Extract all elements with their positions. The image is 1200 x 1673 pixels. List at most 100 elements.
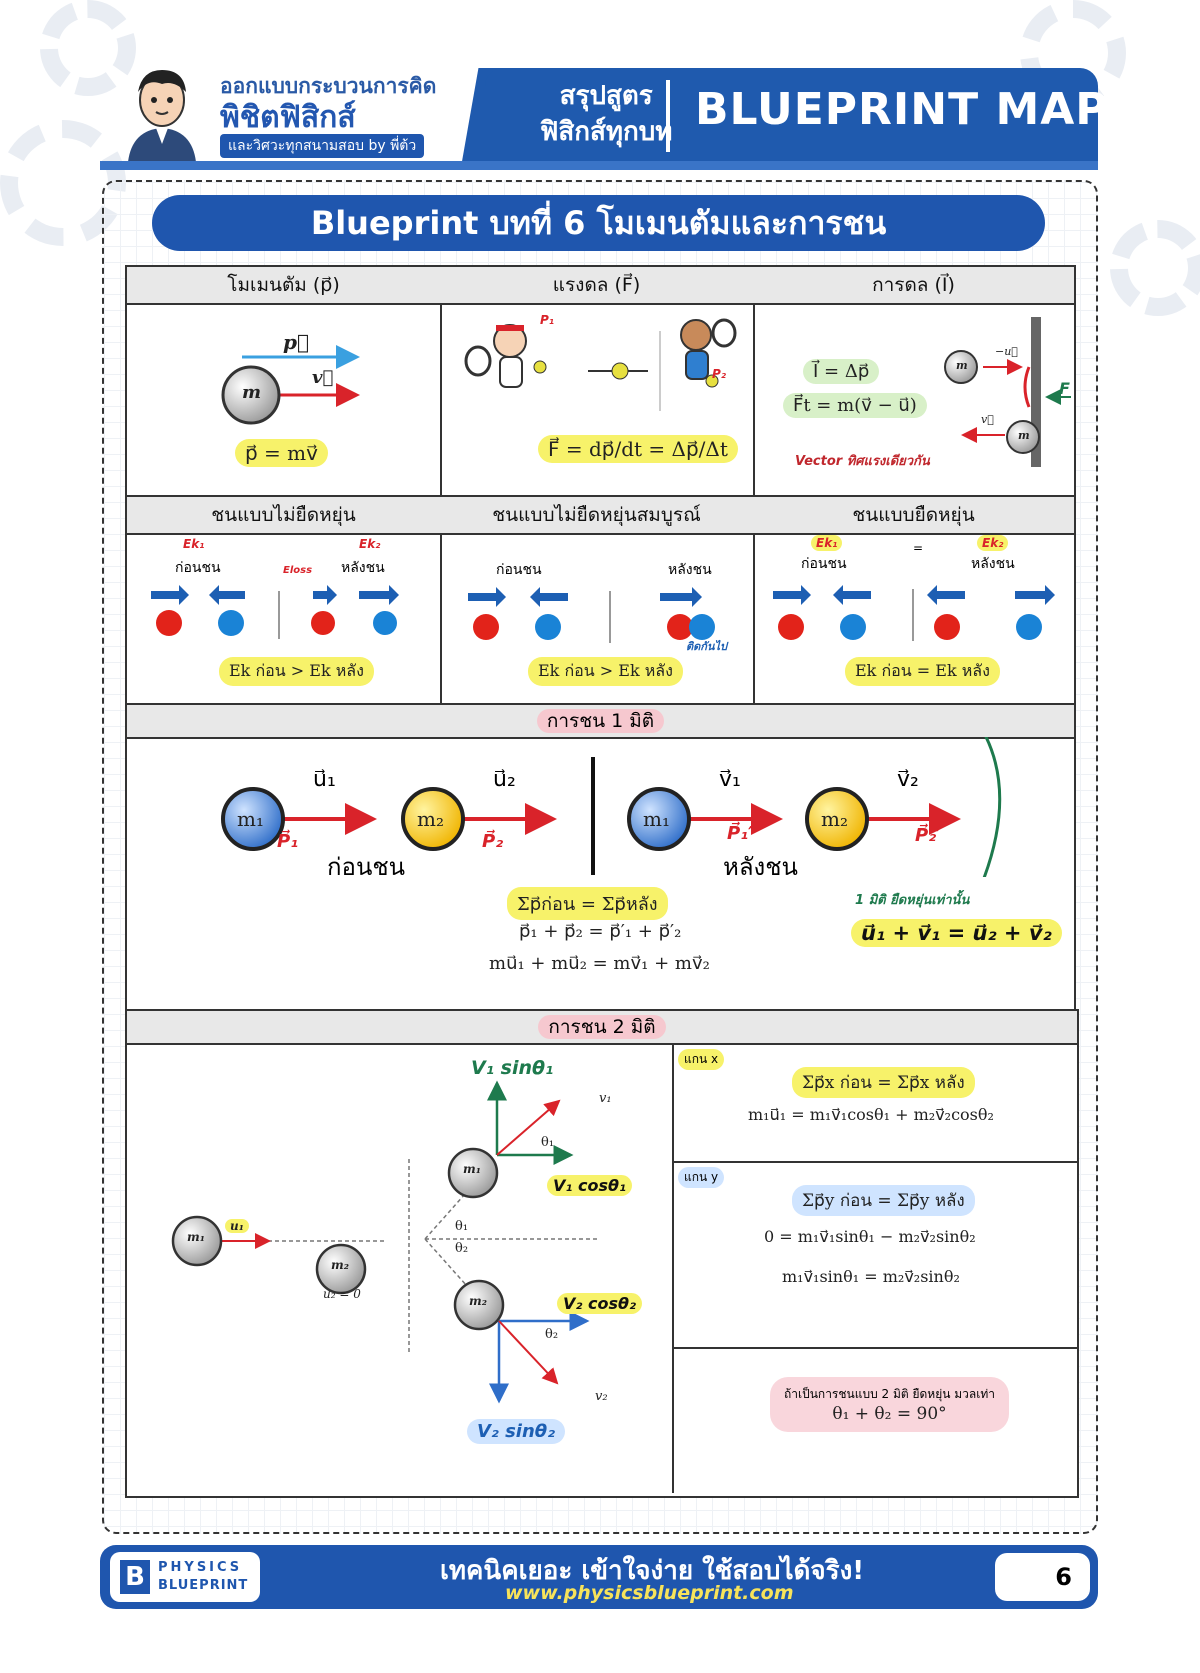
perfect-inelastic-diagram [468,587,715,643]
one-d-special: u⃗₁ + v⃗₁ = u⃗₂ + v⃗₂ [851,919,1062,947]
impulse-formula1: I⃗ = Δp⃗ [803,359,880,384]
two-d-v2sin: V₂ sinθ₂ [467,1419,566,1444]
elastic-formula: Ek ก่อน = Ek หลัง [845,657,1000,686]
one-d-m2-after: m₂ [821,807,848,831]
two-d-m2: m₂ [331,1258,349,1272]
mass-ball [221,365,281,425]
force-formula: F⃗ = dp⃗/dt = Δp⃗/Δt [538,435,738,463]
elastic-ek1: Ek₁ [811,535,843,551]
impulse-header: การดล (I⃗) [753,267,1074,305]
tennis-illustration [464,318,737,411]
one-d-header: การชน 1 มิติ [127,703,1074,739]
elastic-header: ชนแบบยืดหยุ่น [753,497,1074,535]
two-d-v1cos: V₁ cosθ₁ [547,1175,632,1196]
two-d-v1: v₁ [599,1091,612,1106]
elastic-diagram [773,585,1055,641]
one-d-eq3: mu⃗₁ + mu⃗₂ = mv⃗₁ + mv⃗₂ [489,953,710,974]
inelastic-ek1: Ek₁ [183,537,205,551]
impulse-v-label: v⃗ [981,413,994,426]
inelastic-cell: ชนแบบไม่ยืดหยุ่น Ek₁ Ek₂ ก่อนชน หลังชน E… [127,495,442,707]
elastic-before: ก่อนชน [801,556,847,572]
impulse-formula2: F⃗t = m(v⃗ − u⃗) [783,393,927,418]
two-d-note: ถ้าเป็นการชนแบบ 2 มิติ ยืดหยุ่น มวลเท่า … [770,1377,1010,1432]
impulse-note: Vector ทิศแรงเดียวกัน [795,454,930,469]
two-d-y-axis: แกน y [678,1167,725,1188]
summary-line2: ฟิสิกส์ทุกบท [540,117,673,147]
two-d-u1: u₁ [225,1219,249,1233]
momentum-formula: p⃗ = mv⃗ [235,439,328,467]
page-number: 6 [995,1553,1090,1601]
two-d-y-eq3: m₁v⃗₁sinθ₁ = m₂v⃗₂sinθ₂ [782,1267,960,1286]
wall [1031,317,1041,467]
mass-label: m [242,382,262,403]
two-d-v2cos: V₂ cosθ₂ [557,1293,642,1314]
footer-slogan: เทคนิคเยอะ เข้าใจง่าย ใช้สอบได้จริง! [440,1556,865,1586]
two-d-note-box: ถ้าเป็นการชนแบบ 2 มิติ ยืดหยุ่น มวลเท่า … [672,1347,1077,1493]
one-d-p2p: P⃗₂′ [915,825,941,846]
inelastic-header: ชนแบบไม่ยืดหยุ่น [127,497,440,535]
one-d-section: การชน 1 มิติ m₁ m₂ m₁ m₂ u⃗₁ u⃗₂ v⃗₁ v⃗₂… [125,703,1076,1011]
perfect-inelastic-cell: ชนแบบไม่ยืดหยุ่นสมบูรณ์ ก่อนชน หลังชน ติ… [440,495,755,707]
inelastic-loss: Eloss [283,565,313,576]
p-label: p⃗ [283,330,309,354]
top-table: โมเมนตัม (p⃗) p⃗ v⃗ m p⃗ = mv⃗ แรงดล (F⃗… [125,265,1076,707]
momentum-cell: โมเมนตัม (p⃗) p⃗ v⃗ m p⃗ = mv⃗ [127,267,442,495]
elastic-after: หลังชน [971,556,1015,572]
impulse-cell: การดล (I⃗) I⃗ = Δp⃗ F⃗t = m(v⃗ − u⃗) Vec… [753,267,1076,495]
one-d-eq1: Σp⃗ก่อน = Σp⃗หลัง [507,887,668,920]
two-d-u2: u₂ = 0 [323,1287,361,1301]
perfect-inelastic-note: ติดกันไป [686,640,727,653]
summary-label: สรุปสูตร ฟิสิกส์ทุกบท [540,78,672,150]
two-d-y-box: แกน y Σp⃗y ก่อน = Σp⃗y หลัง 0 = m₁v⃗₁sin… [672,1161,1077,1349]
momentum-diagram [221,345,360,425]
inelastic-after: หลังชน [341,560,385,576]
brand-line2: พิชิตฟิสิกส์ [220,100,356,135]
one-d-after: หลังชน [723,853,798,881]
brand-line3: และวิศวะทุกสนามสอบ by พี่ต้ว [220,134,425,158]
impulse-diagram [944,317,1071,467]
two-d-theta1: θ₁ [455,1219,469,1234]
brand-header: ออกแบบกระบวนการคิด พิชิตฟิสิกส์ และวิศวะ… [100,60,480,170]
logo-b-icon: B [120,1560,150,1594]
footer-bar [100,1545,1098,1609]
one-d-diagram [221,737,1002,877]
two-d-v2: v₂ [595,1389,608,1404]
impulse-mass1: m [956,359,968,372]
two-d-y-eq2: 0 = m₁v⃗₁sinθ₁ − m₂v⃗₂sinθ₂ [764,1227,976,1246]
gear-decoration-icon [1110,220,1200,316]
footer-url[interactable]: www.physicsblueprint.com [505,1582,794,1604]
p1-label: P₁ [540,313,555,327]
two-d-diagram [171,1080,597,1404]
logo-text2: BLUEPRINT [158,1578,249,1593]
one-d-v2: v⃗₂ [897,767,919,792]
two-d-m1: m₁ [187,1230,205,1244]
one-d-p2: P⃗₂ [482,831,504,852]
force-cell: แรงดล (F⃗) P₁ P₂ F⃗ = dp⃗/dt = Δp⃗/Δt [440,267,755,495]
tutor-avatar-icon [128,70,196,162]
two-d-note-eq: θ₁ + θ₂ = 90° [832,1404,947,1424]
two-d-x-box: แกน x Σp⃗x ก่อน = Σp⃗x หลัง m₁u⃗₁ = m₁v⃗… [672,1043,1077,1163]
two-d-theta2: θ₂ [455,1241,469,1256]
elastic-ek2: Ek₂ [977,535,1009,551]
summary-line1: สรุปสูตร [559,81,653,111]
two-d-x-eq1: Σp⃗x ก่อน = Σp⃗x หลัง [792,1067,975,1098]
two-d-theta2-bottom: θ₂ [545,1327,559,1342]
impulse-u-label: −u⃗ [995,345,1018,358]
two-d-theta1-top: θ₁ [541,1135,555,1150]
elastic-cell: ชนแบบยืดหยุ่น Ek₁ Ek₂ = ก่อนชน หลังชน Ek… [753,495,1074,707]
perfect-inelastic-before: ก่อนชน [496,562,542,578]
two-d-header-label: การชน 2 มิติ [538,1015,666,1039]
map-title: BLUEPRINT MAP [695,84,1109,135]
one-d-m2: m₂ [417,807,444,831]
one-d-note: 1 มิติ ยืดหยุ่นเท่านั้น [855,893,970,908]
perfect-inelastic-header: ชนแบบไม่ยืดหยุ่นสมบูรณ์ [440,497,753,535]
two-d-header: การชน 2 มิติ [127,1009,1077,1045]
two-d-section: การชน 2 มิติ m₁ m₂ m₁ m₂ u₁ u₂ = 0 v₁ v₂… [125,1009,1079,1498]
logo-text1: PHYSICS [158,1560,243,1575]
header-divider [666,80,670,152]
v-label: v⃗ [312,367,334,388]
one-d-u1: u⃗₁ [313,767,336,792]
one-d-m1: m₁ [237,807,264,831]
two-d-note-text: ถ้าเป็นการชนแบบ 2 มิติ ยืดหยุ่น มวลเท่า [784,1387,996,1401]
two-d-v1sin: V₁ sinθ₁ [471,1057,554,1079]
